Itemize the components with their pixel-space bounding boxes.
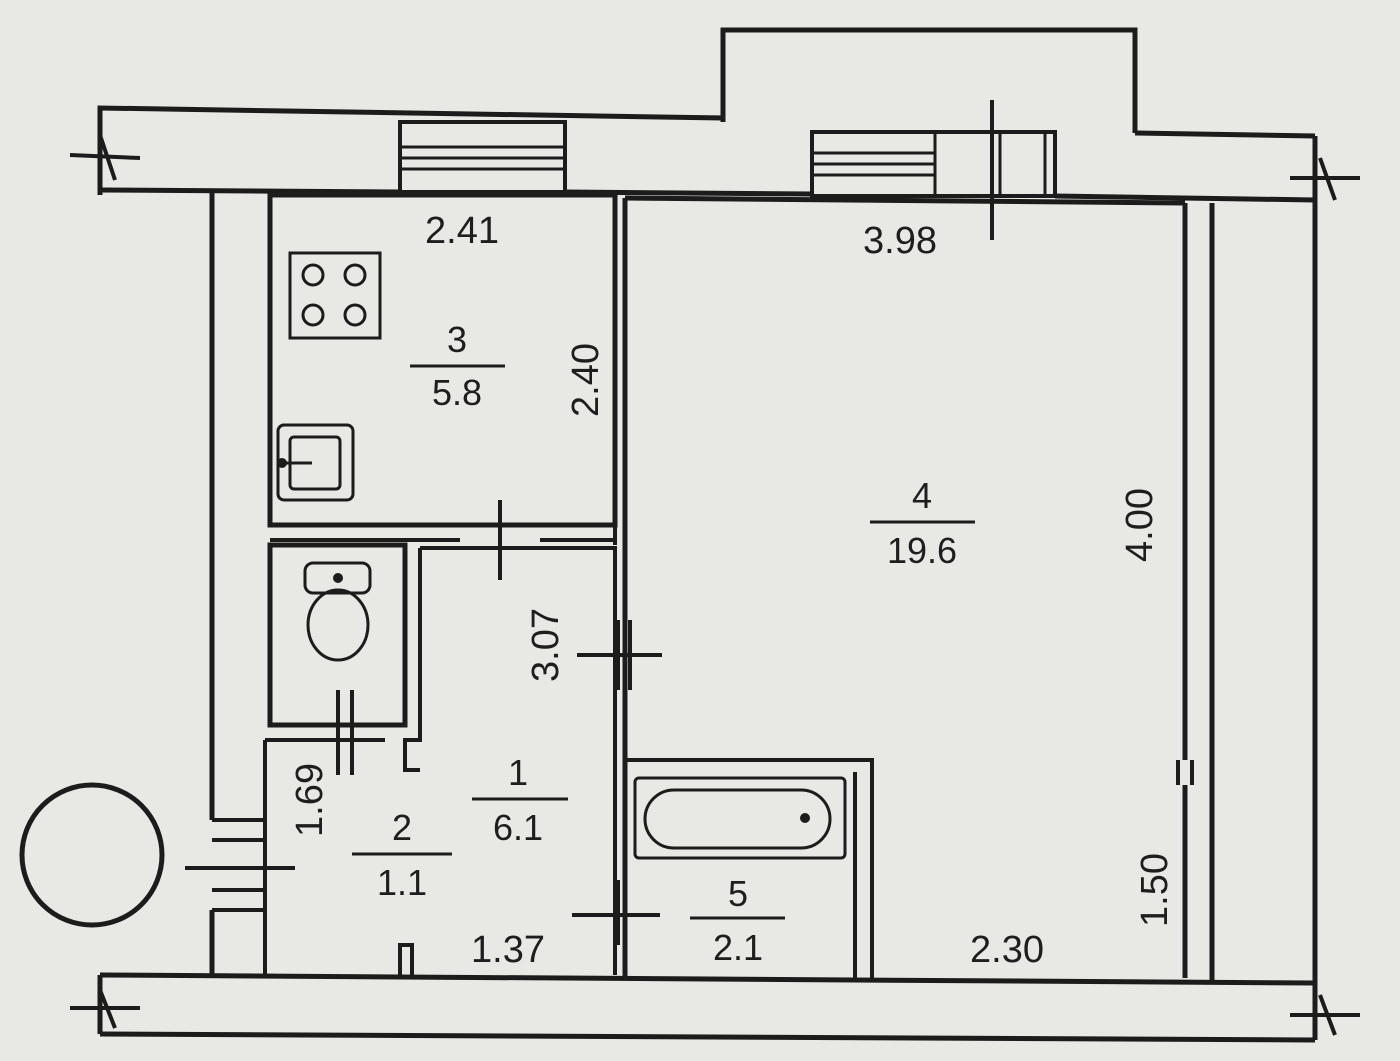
- room-number: 4: [912, 475, 932, 516]
- room-area: 5.8: [432, 372, 482, 413]
- room-1-label: 1 6.1: [472, 752, 568, 848]
- room-number: 5: [728, 873, 748, 914]
- dim-bath-length: 1.50: [1134, 853, 1176, 927]
- toilet-icon: [303, 561, 372, 662]
- dim-kitchen-width: 2.41: [425, 210, 499, 252]
- room-area: 19.6: [887, 530, 957, 571]
- stove-icon: [288, 251, 382, 340]
- dim-bath-side: 2.30: [970, 929, 1044, 971]
- entrance-door: [212, 818, 265, 912]
- room-number: 3: [447, 319, 467, 360]
- room-3-label: 3 5.8: [410, 319, 505, 413]
- room-area: 6.1: [493, 807, 543, 848]
- bathtub-icon: [633, 776, 847, 860]
- sink-icon: [276, 423, 355, 502]
- room-2-label: 2 1.1: [352, 807, 452, 903]
- room-4-label: 4 19.6: [870, 475, 975, 571]
- room-5-label: 5 2.1: [690, 873, 785, 968]
- dim-entry-length: 1.69: [289, 763, 331, 837]
- room-area: 2.1: [713, 927, 763, 968]
- dim-room-width: 3.98: [863, 220, 937, 262]
- room-number: 2: [392, 807, 412, 848]
- axis-markers: [69, 134, 1360, 1036]
- dim-kitchen-length: 2.40: [565, 343, 607, 417]
- dim-hall-length: 3.07: [525, 608, 567, 682]
- dim-room-length: 4.00: [1119, 488, 1161, 562]
- window-room: [810, 130, 1057, 198]
- balcony: [720, 27, 1138, 133]
- interior-walls: [185, 100, 1194, 978]
- outer-walls: [97, 105, 1318, 1043]
- window-kitchen: [398, 120, 567, 194]
- room-area: 1.1: [377, 862, 427, 903]
- room-number: 1: [508, 752, 528, 793]
- stair-circle: [19, 782, 165, 928]
- dim-hall-width: 1.37: [471, 929, 545, 971]
